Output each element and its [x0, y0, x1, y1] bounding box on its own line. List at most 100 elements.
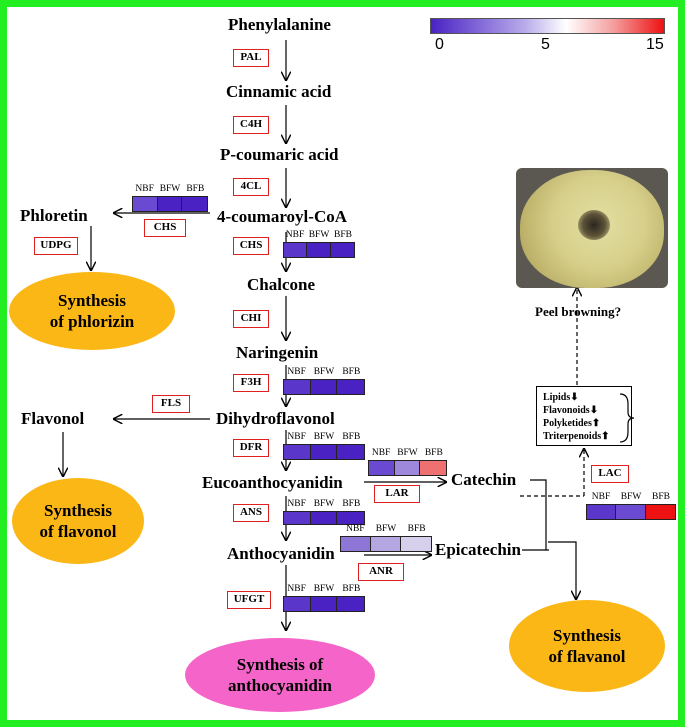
- compound-chalcone: Chalcone: [247, 275, 315, 294]
- sample-label-bfw: BFW: [313, 499, 335, 509]
- sample-label-nbf: NBF: [287, 499, 306, 509]
- heatmap-cells: [283, 596, 365, 612]
- oval-line-1: Synthesis: [552, 626, 622, 645]
- heatmap-cell-bfb: [337, 380, 364, 394]
- enzyme-f3h: F3H: [233, 374, 269, 392]
- sample-label-bfw: BFW: [313, 432, 335, 442]
- heatmap-cell-bfw: [307, 243, 331, 257]
- enzyme-anr: ANR: [358, 563, 404, 581]
- enzyme-c4h: C4H: [233, 116, 269, 134]
- oval-line-1: Synthesis: [57, 291, 127, 310]
- heatmap-cell-bfb: [401, 537, 431, 551]
- heatmap-cell-nbf: [587, 505, 617, 519]
- heatmap-cell-bfb: [330, 243, 354, 257]
- compound-phenylalanine: Phenylalanine: [228, 15, 331, 34]
- heatmap-f3h: NBF BFW BFB: [283, 367, 365, 395]
- heatmap-lar: NBF BFW BFB: [368, 448, 447, 476]
- oval-synthesis-phlorizin: Synthesis of phlorizin: [9, 272, 175, 350]
- oval-synthesis-flavonol: Synthesis of flavonol: [12, 478, 144, 564]
- heatmap-cells: [283, 511, 365, 525]
- peel-browning-label: Peel browning?: [535, 304, 622, 319]
- enzyme-dfr: DFR: [233, 439, 269, 457]
- heatmap-cell-nbf: [284, 512, 311, 524]
- sample-label-bfb: BFB: [342, 367, 361, 377]
- sample-label-bfb: BFB: [186, 184, 205, 194]
- oval-line-1: Synthesis: [43, 501, 113, 520]
- heatmap-anr: NBF BFW BFB: [340, 524, 432, 552]
- oval-line-1: Synthesis of: [236, 655, 324, 674]
- scale-mid-label: 5: [541, 36, 550, 53]
- sample-label-nbf: NBF: [287, 432, 306, 442]
- sample-label-bfb: BFB: [407, 524, 426, 534]
- oval-synthesis-flavanol: Synthesis of flavanol: [509, 600, 665, 692]
- enzyme-fls: FLS: [152, 395, 190, 413]
- heatmap-cell-bfb: [182, 197, 207, 211]
- heatmap-cell-bfb: [645, 505, 675, 519]
- heatmap-cell-bfw: [157, 197, 183, 211]
- heatmap-cells: [283, 379, 365, 395]
- sample-label-bfw: BFW: [375, 524, 397, 534]
- heatmap-cell-bfw: [394, 461, 421, 475]
- enzyme-lar: LAR: [374, 485, 420, 503]
- sample-label-bfw: BFW: [159, 184, 181, 194]
- compound-cinnamic-acid: Cinnamic acid: [226, 82, 332, 101]
- heatmap-ufgt: NBF BFW BFB: [283, 584, 365, 612]
- sample-label-bfb: BFB: [652, 492, 670, 502]
- sample-label-bfb: BFB: [342, 432, 361, 442]
- heatmap-cell-bfw: [310, 445, 338, 459]
- apple-photo: [516, 168, 668, 288]
- scale-min-label: 0: [435, 36, 444, 53]
- compound-catechin: Catechin: [451, 470, 517, 489]
- oval-line-2: of flavanol: [548, 647, 626, 666]
- heatmap-cell-nbf: [284, 597, 311, 611]
- heatmap-dfr: NBF BFW BFB: [283, 432, 365, 460]
- sample-label-bfb: BFB: [334, 230, 352, 240]
- sample-label-nbf: NBF: [287, 584, 306, 594]
- compound-flavonol: Flavonol: [21, 409, 85, 428]
- metabolite-brace: [619, 393, 635, 443]
- heatmap-cell-nbf: [133, 197, 158, 211]
- sample-label-bfw: BFW: [308, 230, 330, 240]
- heatmap-cell-nbf: [284, 380, 311, 394]
- heatmap-cell-bfb: [337, 512, 364, 524]
- heatmap-cell-bfb: [420, 461, 446, 475]
- heatmap-cells: [283, 444, 365, 460]
- compound-4-coumaroyl-coa: 4-coumaroyl-CoA: [217, 207, 347, 226]
- heatmap-cell-bfw: [310, 380, 338, 394]
- sample-label-nbf: NBF: [371, 448, 391, 458]
- sample-label-bfb: BFB: [424, 448, 443, 458]
- metabolite-triterpenoids: Triterpenoids⬆: [543, 431, 610, 442]
- oval-synthesis-anthocyanidin: Synthesis of anthocyanidin: [185, 638, 375, 712]
- heatmap-cells: [586, 504, 676, 520]
- compound-naringenin: Naringenin: [236, 343, 319, 362]
- heatmap-cell-nbf: [284, 445, 311, 459]
- heatmap-cells: [340, 536, 432, 552]
- compound-epicatechin: Epicatechin: [435, 540, 521, 559]
- sample-label-nbf: NBF: [287, 367, 306, 377]
- compound-dihydroflavonol: Dihydroflavonol: [216, 409, 335, 428]
- compound-anthocyanidin: Anthocyanidin: [227, 544, 335, 563]
- compound-p-coumaric-acid: P-coumaric acid: [220, 145, 339, 164]
- compound-eucoanthocyanidin: Eucoanthocyanidin: [202, 473, 343, 492]
- sample-label-bfw: BFW: [313, 367, 335, 377]
- enzyme-chs: CHS: [233, 237, 269, 255]
- compound-phloretin: Phloretin: [20, 206, 88, 225]
- metabolite-box: Lipids⬇ Flavonoids⬇ Polyketides⬆ Triterp…: [536, 386, 632, 446]
- metabolite-lipids: Lipids⬇: [543, 392, 579, 403]
- color-scale-bar: [430, 18, 665, 34]
- sample-label-bfw: BFW: [397, 448, 418, 458]
- enzyme-ufgt: UFGT: [227, 591, 271, 609]
- enzyme-udpg: UDPG: [34, 237, 78, 255]
- enzyme-chs-phloretin: CHS: [144, 219, 186, 237]
- heatmap-cell-nbf: [284, 243, 308, 257]
- sample-label-bfw: BFW: [313, 584, 335, 594]
- heatmap-cell-nbf: [341, 537, 371, 551]
- sample-label-bfb: BFB: [342, 584, 361, 594]
- heatmap-cells: [283, 242, 355, 258]
- sample-label-nbf: NBF: [346, 524, 365, 534]
- enzyme-lac: LAC: [591, 465, 629, 483]
- oval-line-2: of flavonol: [39, 522, 117, 541]
